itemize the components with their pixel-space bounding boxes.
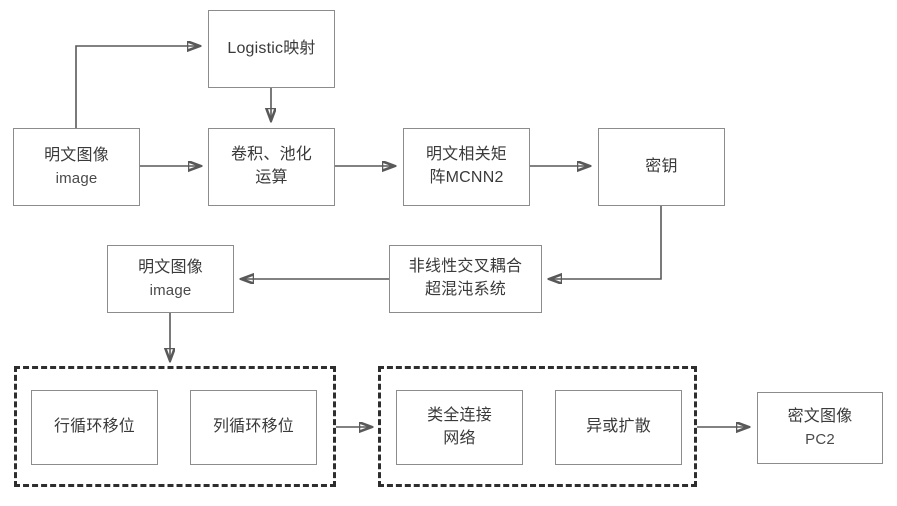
- node-plaintext-image-mid[interactable]: 明文图像 image: [107, 245, 234, 313]
- node-col-cyclic-shift[interactable]: 列循环移位: [190, 390, 317, 465]
- node-ciphertext-image-line2: PC2: [805, 430, 835, 448]
- node-row-cyclic-shift-line1: 行循环移位: [53, 418, 135, 436]
- node-conv-pool-line1: 卷积、池化: [230, 146, 312, 164]
- node-plaintext-matrix-line1: 明文相关矩: [425, 146, 507, 164]
- node-hyperchaotic-system-line2: 超混沌系统: [424, 281, 506, 298]
- node-plaintext-image-mid-line2: image: [149, 281, 192, 299]
- node-plaintext-image-top-line2: image: [55, 169, 98, 187]
- node-hyperchaotic-system-line1: 非线性交叉耦合: [408, 258, 523, 276]
- confusion-group-box: [14, 366, 336, 487]
- node-plaintext-image-mid-line1: 明文图像: [138, 258, 203, 276]
- node-fully-connected-net-line2: 网络: [443, 429, 476, 447]
- node-row-cyclic-shift[interactable]: 行循环移位: [31, 390, 158, 465]
- node-conv-pool-line2: 运算: [255, 169, 288, 186]
- node-ciphertext-image-line1: 密文图像: [787, 407, 853, 425]
- edge-plaintext-to-logistic: [75, 46, 199, 128]
- node-logistic-map[interactable]: Logistic映射: [208, 10, 335, 88]
- node-fully-connected-net-line1: 类全连接: [427, 406, 492, 424]
- node-plaintext-image-top-line1: 明文图像: [44, 146, 109, 164]
- node-hyperchaotic-system[interactable]: 非线性交叉耦合 超混沌系统: [389, 245, 542, 313]
- node-plaintext-image-top[interactable]: 明文图像 image: [13, 128, 140, 206]
- edge-key-to-hyperchaotic: [550, 205, 662, 279]
- node-fully-connected-net[interactable]: 类全连接 网络: [396, 390, 523, 465]
- node-conv-pool[interactable]: 卷积、池化 运算: [208, 128, 335, 206]
- node-xor-diffusion[interactable]: 异或扩散: [555, 390, 682, 465]
- node-col-cyclic-shift-line1: 列循环移位: [212, 418, 294, 436]
- diffusion-group-box: [378, 366, 697, 487]
- node-logistic-map-line1: Logistic映射: [227, 39, 316, 57]
- node-secret-key[interactable]: 密钥: [598, 128, 725, 206]
- node-ciphertext-image[interactable]: 密文图像 PC2: [757, 392, 883, 464]
- node-xor-diffusion-line1: 异或扩散: [586, 418, 651, 436]
- node-plaintext-matrix-line2: 阵MCNN2: [429, 169, 504, 186]
- node-secret-key-line1: 密钥: [645, 157, 678, 175]
- node-plaintext-matrix[interactable]: 明文相关矩 阵MCNN2: [403, 128, 530, 206]
